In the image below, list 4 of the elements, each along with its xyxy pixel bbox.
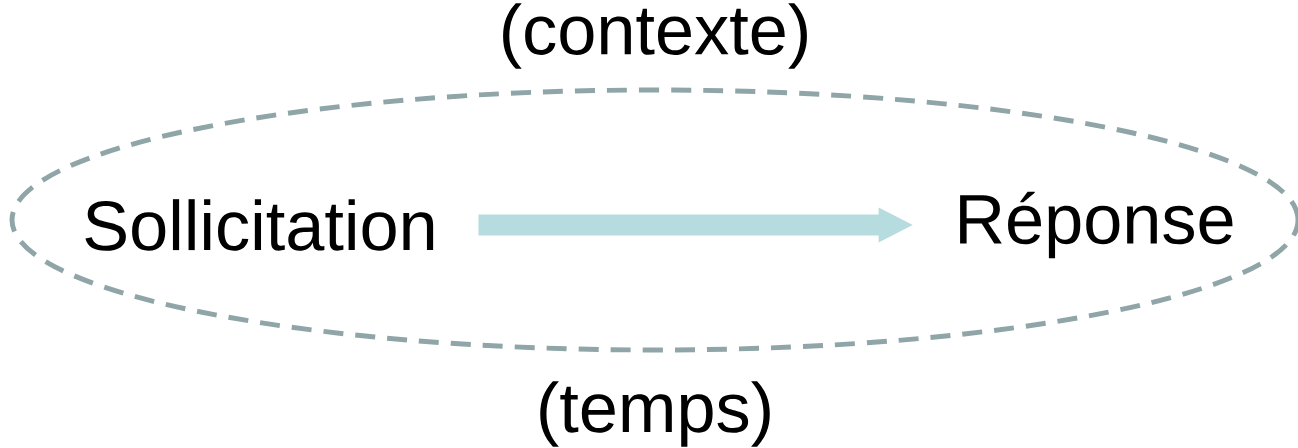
node-label: Réponse	[960, 191, 1233, 259]
heading-label: (contexte)	[503, 3, 807, 69]
heading-label: (temps)	[540, 381, 770, 447]
node-label: Sollicitation	[85, 199, 434, 251]
